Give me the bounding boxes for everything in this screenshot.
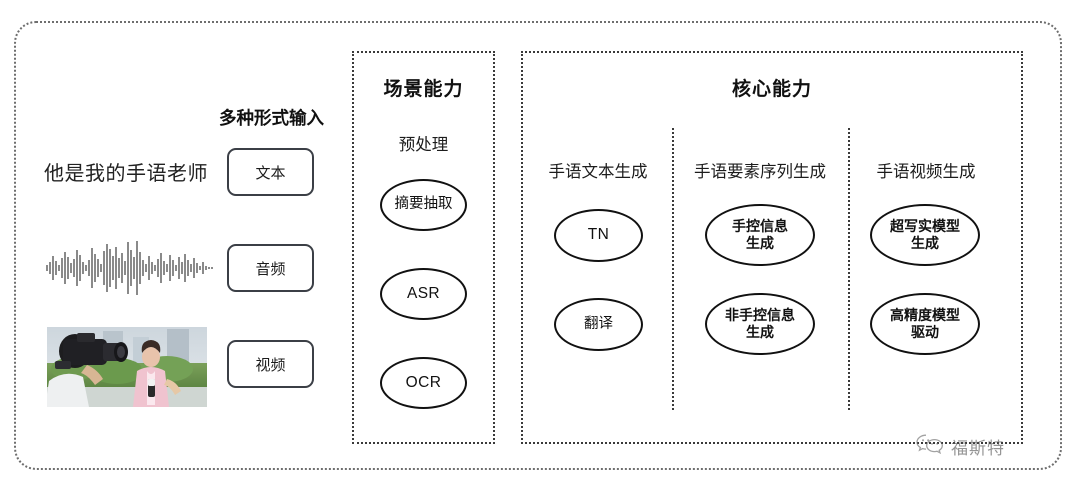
scene-node-asr[interactable]: ASR — [380, 268, 467, 320]
core-column-divider-1 — [672, 128, 674, 410]
core-node-manual-info-generation-label: 手控信息生成 — [732, 217, 788, 251]
core-node-translation-label: 翻译 — [584, 315, 613, 332]
core-node-tn[interactable]: TN — [554, 209, 643, 262]
scene-node-summary-extraction-label: 摘要抽取 — [394, 196, 453, 213]
core-node-nonmanual-info-generation-label: 非手控信息生成 — [725, 306, 795, 340]
outer-frame — [14, 21, 1062, 470]
watermark-text: 福斯特 — [951, 439, 1005, 458]
wechat-icon — [915, 432, 945, 461]
audio-waveform-icon — [42, 238, 214, 298]
core-node-tn-label: TN — [587, 226, 610, 244]
watermark: 福斯特 — [915, 432, 1005, 461]
scene-capability-panel: 场景能力 — [352, 51, 495, 444]
scene-capability-title: 场景能力 — [383, 79, 464, 100]
core-node-hyperreal-model-generation-label: 超写实模型生成 — [890, 217, 960, 251]
core-node-high-precision-model-drive[interactable]: 高精度模型驱动 — [870, 293, 980, 355]
input-modality-video[interactable]: 视频 — [227, 340, 314, 388]
scene-node-asr-label: ASR — [406, 284, 441, 302]
core-capability-title: 核心能力 — [731, 79, 812, 100]
core-column-header-sign-text: 手语文本生成 — [548, 163, 648, 181]
scene-node-summary-extraction[interactable]: 摘要抽取 — [380, 179, 467, 231]
core-node-translation[interactable]: 翻译 — [554, 298, 643, 351]
input-modality-audio[interactable]: 音频 — [227, 244, 314, 292]
core-node-hyperreal-model-generation[interactable]: 超写实模型生成 — [870, 204, 980, 266]
input-text-sample: 他是我的手语老师 — [44, 163, 208, 185]
core-column-header-sign-elements: 手语要素序列生成 — [694, 163, 826, 181]
input-modality-text[interactable]: 文本 — [227, 148, 314, 196]
scene-node-ocr[interactable]: OCR — [380, 357, 467, 409]
core-column-divider-2 — [848, 128, 850, 410]
core-column-header-sign-video: 手语视频生成 — [876, 163, 976, 181]
video-thumbnail-icon — [47, 327, 207, 407]
input-section-title: 多种形式输入 — [219, 108, 324, 128]
core-node-high-precision-model-drive-label: 高精度模型驱动 — [890, 306, 960, 340]
scene-group-header-preprocess: 预处理 — [398, 136, 449, 154]
core-node-manual-info-generation[interactable]: 手控信息生成 — [705, 204, 815, 266]
scene-node-ocr-label: OCR — [405, 373, 442, 391]
core-node-nonmanual-info-generation[interactable]: 非手控信息生成 — [705, 293, 815, 355]
core-capability-panel: 核心能力 — [521, 51, 1023, 444]
